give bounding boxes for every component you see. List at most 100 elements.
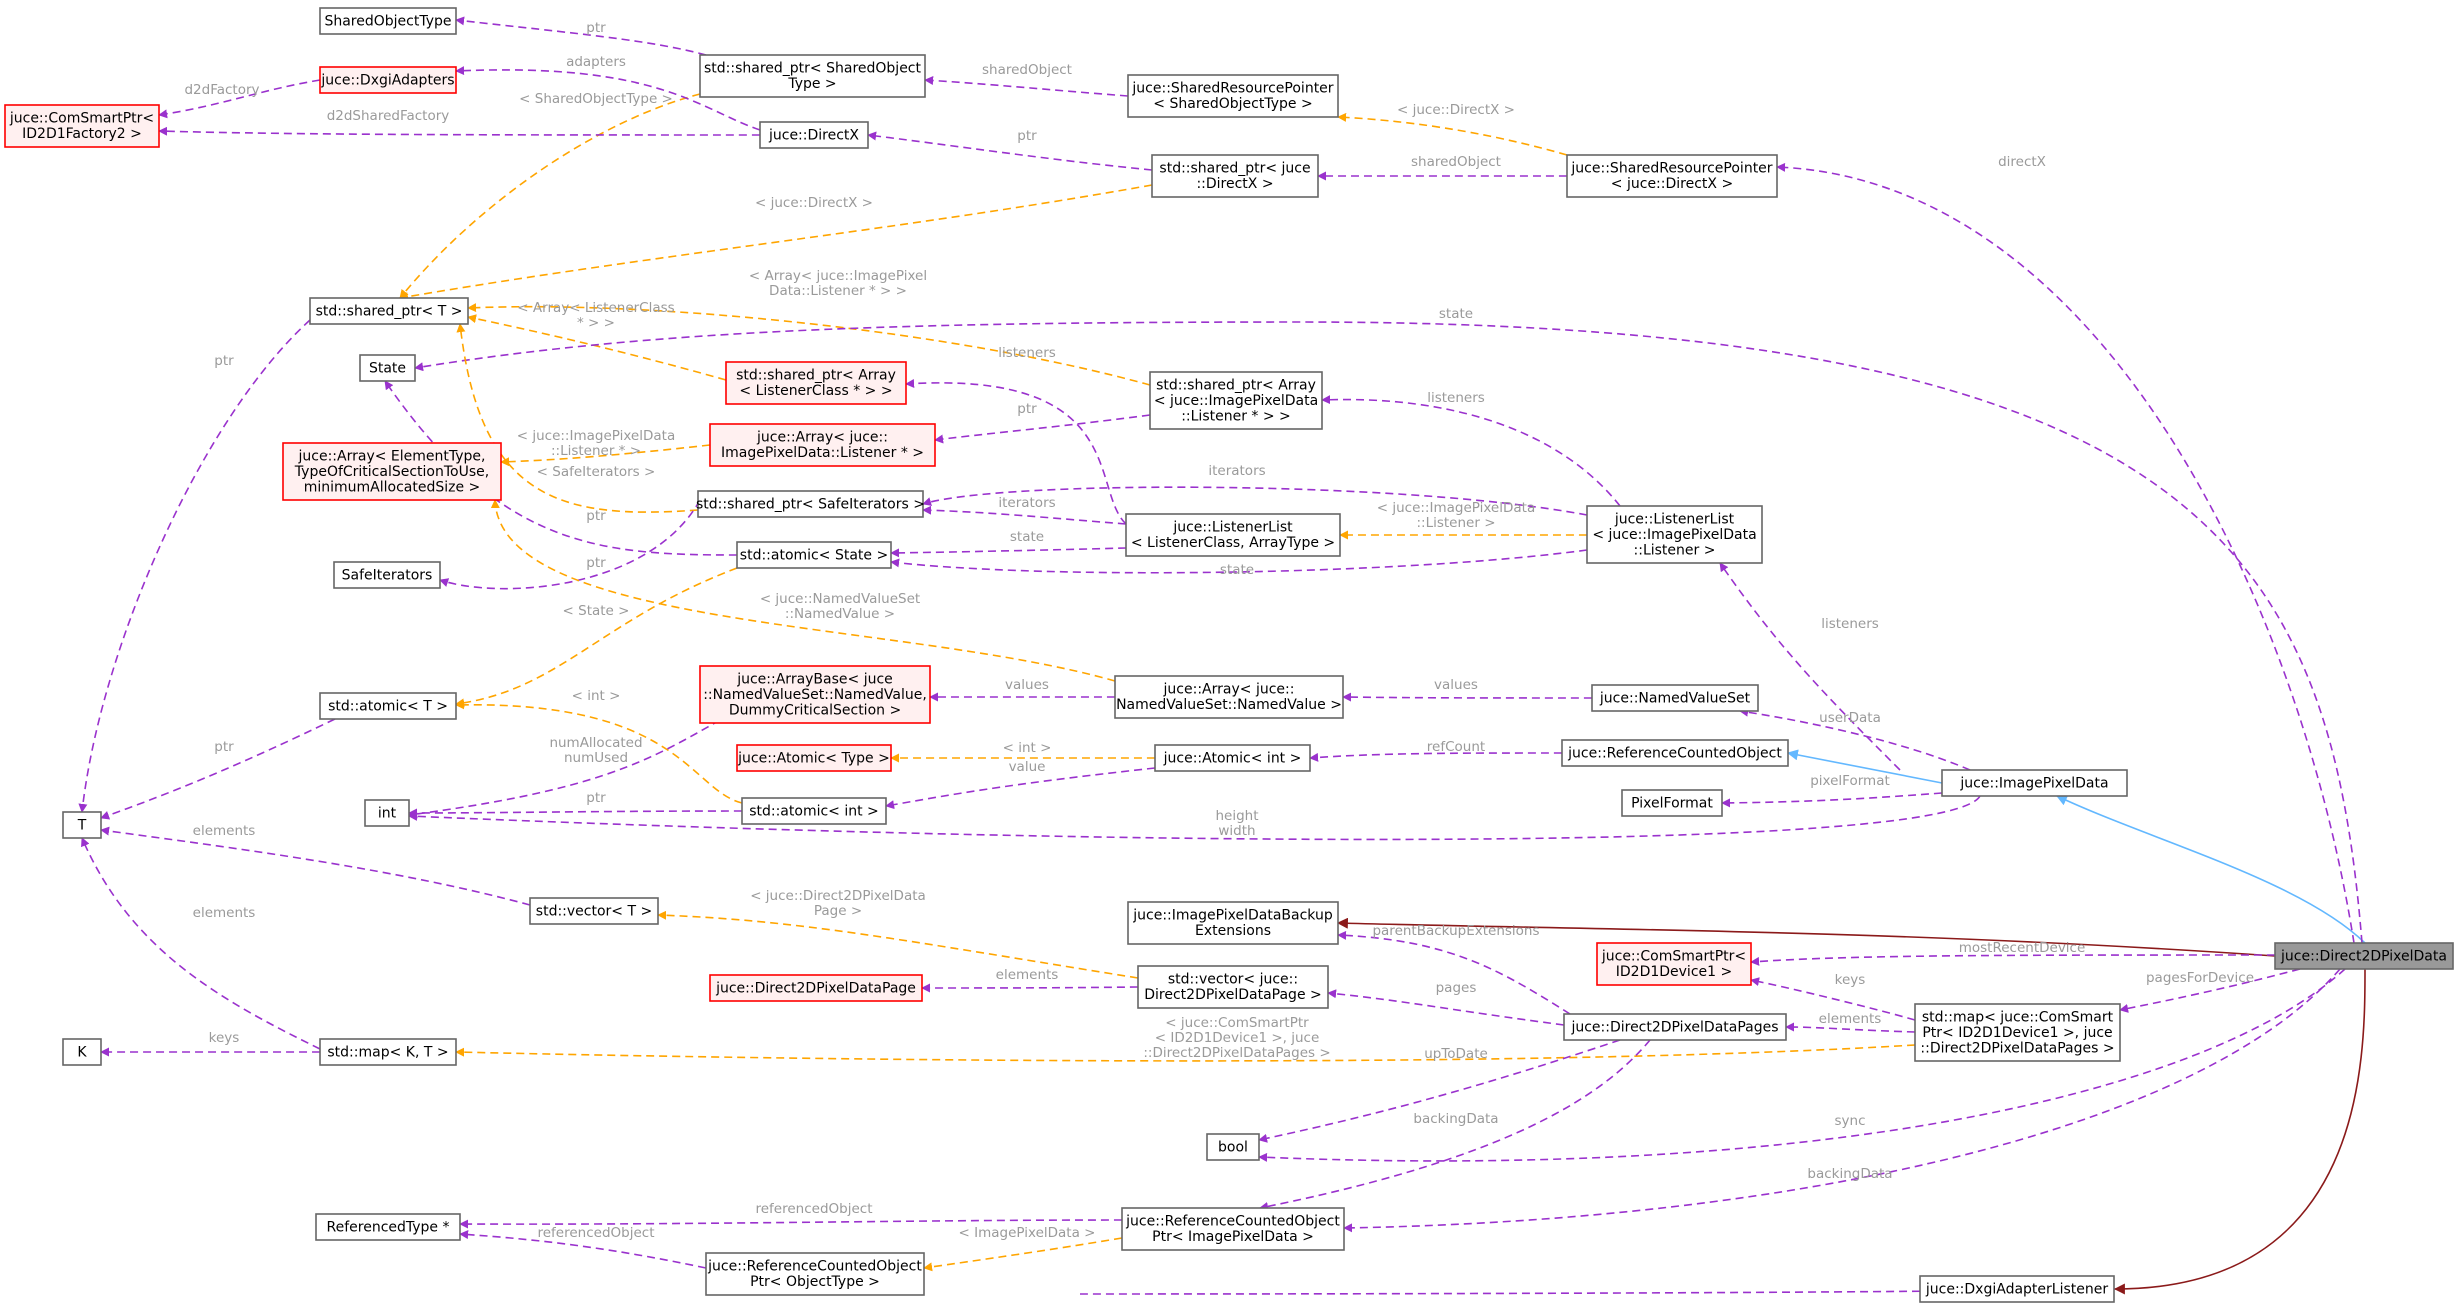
node-vector-t[interactable]: std::vector< T >	[529, 897, 659, 925]
node-state[interactable]: State	[359, 354, 416, 382]
node-comsmartptr-factory[interactable]: juce::ComSmartPtr<ID2D1Factory2 >	[4, 104, 160, 148]
node-k[interactable]: K	[62, 1038, 102, 1066]
node-label-line: juce::Array< juce::	[1163, 682, 1295, 698]
node-listenerlist-generic[interactable]: juce::ListenerList< ListenerClass, Array…	[1125, 513, 1341, 557]
edge-purple-34	[1719, 562, 1901, 771]
node-label-line: < juce::ImagePixelData	[1154, 393, 1318, 409]
node-label-line: juce::ArrayBase< juce	[736, 671, 893, 687]
node-atomic-int-juce[interactable]: juce::Atomic< int >	[1154, 744, 1311, 772]
edge-label-tmpl-sharedobjecttype: < SharedObjectType >	[519, 91, 673, 107]
node-map-kt[interactable]: std::map< K, T >	[319, 1038, 457, 1066]
edge-label-line: Page >	[814, 903, 862, 919]
edge-maroon-2	[1336, 917, 2276, 957]
node-std-atomic-int[interactable]: std::atomic< int >	[741, 797, 887, 825]
node-int[interactable]: int	[364, 799, 410, 827]
node-box	[741, 797, 887, 825]
node-referencedtype[interactable]: ReferencedType *	[315, 1213, 461, 1241]
node-srp-directx[interactable]: juce::SharedResourcePointer< juce::Direc…	[1566, 154, 1778, 198]
node-dxgiadapterlistener[interactable]: juce::DxgiAdapterListener	[1919, 1275, 2115, 1303]
node-label-line: std::vector< T >	[536, 903, 652, 919]
edge-orange-9	[399, 184, 1153, 302]
node-vector-pages[interactable]: std::vector< juce::Direct2DPixelDataPage…	[1137, 965, 1329, 1009]
edge-line	[408, 795, 1981, 841]
node-d2d-pages[interactable]: juce::Direct2DPixelDataPages	[1563, 1013, 1787, 1041]
edge-label-tmpl-state: < State >	[563, 603, 630, 619]
edge-label-line: keys	[1835, 972, 1866, 988]
node-label-line: ImagePixelData::Listener * >	[721, 445, 924, 461]
edge-label-line: referencedObject	[538, 1225, 655, 1241]
node-imagepixeldata[interactable]: juce::ImagePixelData	[1941, 769, 2128, 797]
node-sp-sharedobjecttype[interactable]: std::shared_ptr< SharedObjectType >	[699, 54, 926, 98]
node-label-line: < ListenerClass, ArrayType >	[1131, 535, 1335, 551]
edge-label-line: values	[1005, 677, 1049, 693]
node-array-namedvalue[interactable]: juce::Array< juce::NamedValueSet::NamedV…	[1114, 675, 1344, 719]
edge-line	[399, 184, 1153, 302]
node-box	[759, 121, 869, 149]
edge-label-tmpl-imagepixeldata-listener: < juce::ImagePixelData::Listener * >	[517, 428, 675, 459]
node-atomic-t[interactable]: std::atomic< T >	[319, 692, 457, 720]
node-sp-array-imagepixeldata[interactable]: std::shared_ptr< Array< juce::ImagePixel…	[1149, 371, 1323, 430]
node-box	[1591, 684, 1759, 712]
node-srp-sharedobjecttype[interactable]: juce::SharedResourcePointer< SharedObjec…	[1127, 74, 1339, 118]
node-label-line: Ptr< ObjectType >	[750, 1274, 880, 1290]
edge-label-ptr-safeiterators: ptr	[586, 555, 606, 571]
node-label-line: DummyCriticalSection >	[729, 702, 901, 718]
node-dxgiadapters[interactable]: juce::DxgiAdapters	[319, 66, 457, 94]
edge-line	[414, 321, 2363, 944]
edge-orange-65	[923, 1237, 1123, 1272]
edge-label-line: listeners	[1427, 390, 1485, 406]
node-label-line: Direct2DPixelDataPage >	[1144, 987, 1322, 1003]
edge-purple-56	[1785, 1022, 1916, 1033]
node-atomic-state[interactable]: std::atomic< State >	[736, 541, 892, 569]
edge-label-refcount: refCount	[1427, 739, 1485, 755]
node-sp-directx[interactable]: std::shared_ptr< juce::DirectX >	[1151, 154, 1319, 198]
edge-purple-53	[1750, 977, 1916, 1021]
node-sharedobjecttype[interactable]: SharedObjectType	[319, 7, 457, 35]
node-namedvalueset[interactable]: juce::NamedValueSet	[1591, 684, 1759, 712]
edge-purple-26	[922, 505, 1127, 525]
node-label-line: NamedValueSet::NamedValue >	[1116, 697, 1342, 713]
edge-purple-11	[867, 131, 1153, 171]
edge-label-tmpl-array-listenerclass: < Array< ListenerClass* > >	[517, 300, 674, 331]
node-d2d-page[interactable]: juce::Direct2DPixelDataPage	[709, 974, 923, 1002]
node-box	[709, 974, 923, 1002]
edge-line	[890, 547, 1127, 558]
node-arraybase-namedvalue[interactable]: juce::ArrayBase< juce::NamedValueSet::Na…	[699, 665, 931, 724]
node-box	[319, 692, 457, 720]
node-directx[interactable]: juce::DirectX	[759, 121, 869, 149]
edge-blue-4	[1786, 749, 1943, 784]
edge-line	[2119, 968, 2301, 1013]
edge-purple-41	[885, 767, 1156, 810]
node-referencecountedobject[interactable]: juce::ReferenceCountedObject	[1561, 739, 1789, 767]
node-box	[4, 104, 160, 148]
node-label-line: juce::Atomic< Type >	[737, 750, 890, 766]
edge-label-tmpl-int-1: < int >	[572, 688, 621, 704]
node-t[interactable]: T	[62, 811, 102, 839]
edge-label-line: keys	[209, 1030, 240, 1046]
edge-label-elements-3: elements	[996, 967, 1059, 983]
node-atomic-type[interactable]: juce::Atomic< Type >	[736, 744, 892, 772]
node-sp-t[interactable]: std::shared_ptr< T >	[309, 297, 469, 325]
node-array-imagepixeldata-listener[interactable]: juce::Array< juce::ImagePixelData::Liste…	[709, 423, 936, 467]
node-safeiterators[interactable]: SafeIterators	[333, 561, 441, 589]
node-comsmartptr-device[interactable]: juce::ComSmartPtr<ID2D1Device1 >	[1596, 942, 1752, 986]
edge-label-line: backingData	[1413, 1111, 1498, 1127]
edge-label-line: < juce::DirectX >	[755, 195, 873, 211]
node-bool[interactable]: bool	[1206, 1133, 1260, 1161]
edge-label-ptr-array: ptr	[1017, 401, 1037, 417]
node-label-line: < ListenerClass * > >	[739, 383, 892, 399]
node-sp-safeiterators[interactable]: std::shared_ptr< SafeIterators >	[696, 490, 925, 518]
node-sp-array-listenerclass[interactable]: std::shared_ptr< Array< ListenerClass * …	[725, 361, 907, 405]
edge-line	[2056, 795, 2366, 944]
node-pixelformat[interactable]: PixelFormat	[1621, 789, 1723, 817]
node-box	[62, 811, 102, 839]
node-d2d-pixeldata[interactable]: juce::Direct2DPixelData	[2274, 942, 2454, 970]
node-array-elementtype[interactable]: juce::Array< ElementType,TypeOfCriticalS…	[282, 442, 502, 501]
node-listenerlist-imagepixeldata[interactable]: juce::ListenerList< juce::ImagePixelData…	[1586, 505, 1763, 564]
node-map-device-pages[interactable]: std::map< juce::ComSmartPtr< ID2D1Device…	[1914, 1003, 2121, 1062]
edge-purple-25	[922, 486, 1588, 516]
